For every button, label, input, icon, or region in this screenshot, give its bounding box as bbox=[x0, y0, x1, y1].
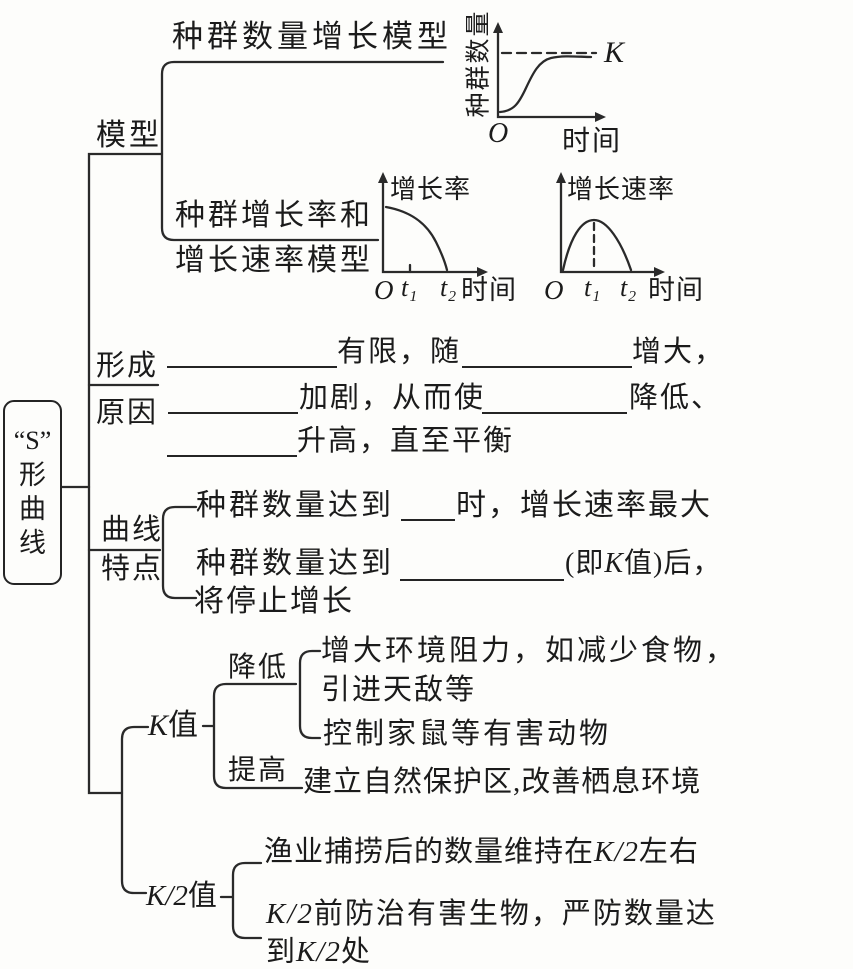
chartB-xlabel: 时间 bbox=[461, 275, 517, 305]
branch-label-kvalue: K值 bbox=[148, 709, 198, 743]
chartA-ylabel: 种群数量 bbox=[465, 9, 493, 118]
chartB-ylabel: 增长率 bbox=[390, 175, 472, 204]
chartC-origin-label: O bbox=[544, 275, 564, 305]
curve-bracket bbox=[161, 505, 198, 600]
chartC-bell-curve bbox=[561, 218, 633, 272]
chartA-k-label: K bbox=[604, 36, 625, 69]
khalf-item1-text1: 渔业捕捞后的数量维持在 bbox=[264, 836, 595, 868]
root-line-xing: 形 bbox=[19, 459, 46, 490]
formation-blank-4 bbox=[482, 412, 627, 414]
formation-blank-2 bbox=[462, 366, 632, 368]
kvalue-item1-line1: 增大环境阻力，如减少食物， bbox=[321, 635, 738, 667]
khalf-bracket bbox=[231, 861, 263, 940]
chartC-t1-label: t₁ bbox=[584, 273, 601, 302]
khalf-item2-line2: 到K/2处 bbox=[266, 936, 371, 968]
khalf-item3-k: K/2 bbox=[296, 936, 341, 968]
chartB-t2-label: t₂ bbox=[440, 273, 457, 302]
kvalue-bracket bbox=[212, 682, 304, 790]
kvalue-item1-line2: 引进天敌等 bbox=[321, 674, 477, 706]
curve-row2-paren-close: 值)后， bbox=[624, 548, 722, 579]
kvalue-khalf-bracket bbox=[120, 725, 150, 895]
khalf-item3-text1: 到 bbox=[266, 936, 297, 968]
formation-blank-1 bbox=[167, 366, 337, 368]
khalf-item1-k: K/2 bbox=[594, 836, 639, 868]
chartC-axes bbox=[559, 178, 659, 274]
formation-row2-text1: 加剧，从而使 bbox=[299, 382, 486, 414]
kvalue-k: K bbox=[148, 709, 169, 742]
curve-row3-text: 将停止增长 bbox=[194, 585, 354, 618]
chartB-xaxis-arrow bbox=[477, 267, 488, 277]
khalf-k: K/2 bbox=[146, 880, 188, 912]
chartB-origin-label: O bbox=[374, 275, 394, 305]
chartB-yaxis-arrow bbox=[378, 172, 388, 183]
chartA-xaxis-arrow bbox=[595, 112, 606, 122]
model-bracket bbox=[160, 60, 445, 242]
chartA-s-curve bbox=[498, 55, 593, 114]
branch-label-khalf: K/2值 bbox=[146, 880, 217, 912]
branch-label-formation-2: 原因 bbox=[96, 397, 159, 429]
model-sub1-label: 种群数量增长模型 bbox=[172, 19, 452, 54]
khalf-item3-text2: 处 bbox=[340, 936, 371, 968]
chartA-axes bbox=[496, 28, 600, 119]
formation-blank-3 bbox=[168, 412, 298, 414]
root-node-s-curve: “S” 形 曲 线 bbox=[3, 400, 62, 585]
kvalue-raise-label: 提高 bbox=[228, 755, 289, 786]
curve-row2-text2: (即K值)后， bbox=[565, 548, 721, 579]
root-line-xian: 线 bbox=[19, 528, 46, 559]
branch-label-curve-2: 特点 bbox=[101, 553, 164, 585]
lower-items-bracket bbox=[298, 649, 322, 740]
trunk-line bbox=[87, 152, 164, 795]
khalf-item1-text2: 左右 bbox=[638, 836, 699, 868]
chartB-curve bbox=[384, 205, 449, 272]
chartC-t2-label: t₂ bbox=[620, 273, 637, 302]
formation-row1-text2: 增大， bbox=[632, 336, 726, 368]
root-line-s: “S” bbox=[13, 426, 52, 456]
model-sub2-line2: 增长速率模型 bbox=[175, 244, 373, 277]
chartC-ylabel: 增长速率 bbox=[567, 175, 676, 204]
formation-row1-text1: 有限，随 bbox=[337, 336, 462, 368]
chartC-xaxis-arrow bbox=[654, 267, 665, 277]
kvalue-zhi: 值 bbox=[168, 709, 199, 742]
formation-blank-5 bbox=[167, 455, 297, 457]
branch-label-model: 模型 bbox=[96, 119, 162, 152]
chartC-xlabel: 时间 bbox=[648, 275, 704, 305]
chartB-axes bbox=[381, 178, 482, 274]
curve-row2-text1: 种群数量达到 bbox=[196, 547, 394, 580]
chartA-origin-label: O bbox=[488, 118, 509, 149]
chartA-xlabel: 时间 bbox=[562, 126, 623, 157]
chartB-t1-label: t₁ bbox=[401, 273, 418, 302]
branch-label-formation-1: 形成 bbox=[96, 350, 159, 382]
kvalue-item2: 控制家鼠等有害动物 bbox=[323, 718, 612, 750]
branch-label-curve-1: 曲线 bbox=[101, 514, 164, 546]
curve-row1-text1: 种群数量达到 bbox=[196, 489, 394, 522]
khalf-item1: 渔业捕捞后的数量维持在K/2左右 bbox=[264, 836, 699, 868]
khalf-item2-line1: K/2前防治有害生物，严防数量达 bbox=[266, 898, 717, 930]
root-line-qu: 曲 bbox=[19, 493, 46, 524]
formation-row3-text: 升高，直至平衡 bbox=[297, 425, 515, 457]
model-sub2-line1: 种群增长率和 bbox=[175, 199, 373, 232]
khalf-item2-text: 前防治有害生物，严防数量达 bbox=[313, 898, 717, 930]
kvalue-item3: 建立自然保护区,改善栖息环境 bbox=[303, 766, 702, 798]
formation-row2-text2: 降低、 bbox=[629, 382, 723, 414]
khalf-item2-k: K/2 bbox=[266, 898, 314, 930]
curve-row2-paren-open: (即 bbox=[565, 548, 605, 579]
chartA-yaxis-arrow bbox=[493, 22, 503, 33]
curve-row1-text2: 时，增长速率最大 bbox=[456, 489, 712, 522]
curve-blank-1 bbox=[401, 519, 455, 521]
khalf-zhi: 值 bbox=[187, 880, 217, 912]
curve-blank-2 bbox=[400, 579, 564, 581]
chartC-yaxis-arrow bbox=[556, 172, 566, 183]
curve-row2-k: K bbox=[604, 548, 625, 579]
kvalue-lower-label: 降低 bbox=[228, 652, 289, 683]
